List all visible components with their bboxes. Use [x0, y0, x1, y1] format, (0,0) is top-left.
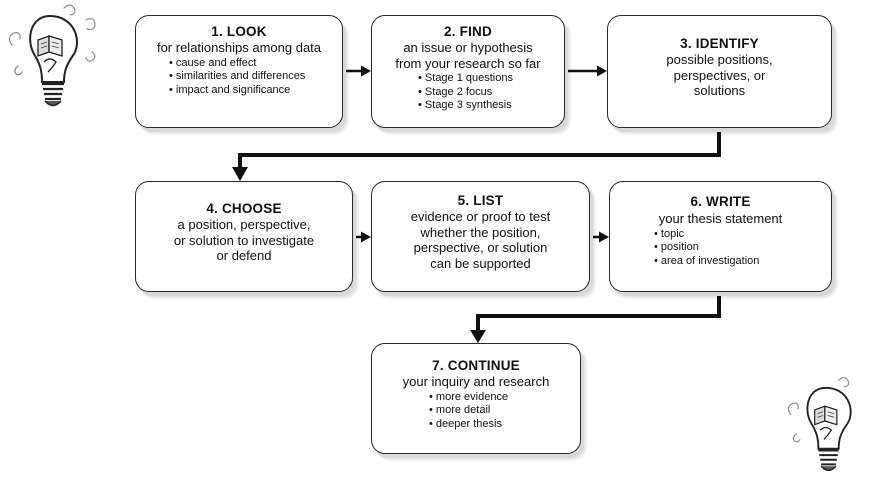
connector-3-4: [238, 128, 721, 170]
step-3-box: 3. IDENTIFY possible positions, perspect…: [607, 15, 832, 128]
step-bullets: more evidence more detail deeper thesis: [372, 391, 580, 432]
bullet-item: more detail: [429, 404, 580, 418]
step-text: evidence or proof to test: [410, 209, 551, 224]
step-title: 2. FIND: [444, 24, 492, 39]
lightbulb-book-icon: [8, 4, 96, 107]
bullet-item: deeper thesis: [429, 418, 580, 432]
arrowhead-3-4: [232, 167, 248, 181]
bullet-item: similarities and differences: [169, 70, 342, 84]
step-text: whether the position,: [420, 224, 541, 240]
step-title: 5. LIST: [457, 193, 504, 208]
step-text: your inquiry and research: [402, 374, 550, 389]
step-text: can be supported: [430, 255, 531, 271]
step-6-box: 6. WRITE your thesis statement topic pos…: [609, 181, 832, 292]
connector-6-7: [476, 292, 721, 333]
bullet-item: Stage 3 synthesis: [418, 99, 564, 113]
arrowhead-1-2: [361, 65, 371, 77]
bullet-item: Stage 1 questions: [418, 72, 564, 86]
step-bullets: cause and effect similarities and differ…: [136, 57, 342, 98]
arrowhead-4-5: [361, 231, 371, 243]
step-text: perspectives, or: [673, 67, 766, 83]
bullet-item: area of investigation: [654, 255, 831, 269]
step-1-box: 1. LOOK for relationships among data cau…: [135, 15, 343, 128]
step-text: or solution to investigate: [173, 232, 315, 248]
step-title: 4. CHOOSE: [206, 201, 282, 216]
step-text: perspective, or solution: [413, 240, 548, 255]
step-bullets: Stage 1 questions Stage 2 focus Stage 3 …: [372, 72, 564, 113]
bullet-item: impact and significance: [169, 84, 342, 98]
step-text: solutions: [693, 83, 746, 98]
step-7-box: 7. CONTINUE your inquiry and research mo…: [371, 343, 581, 454]
step-text: your thesis statement: [658, 211, 783, 226]
step-text: an issue or hypothesis: [403, 40, 533, 55]
step-text: from your research so far: [395, 55, 541, 71]
step-text: possible positions,: [666, 52, 773, 67]
arrowhead-6-7: [470, 330, 486, 343]
bullet-item: cause and effect: [169, 57, 342, 71]
bullet-item: position: [654, 241, 831, 255]
step-bullets: topic position area of investigation: [610, 228, 831, 269]
bullet-item: topic: [654, 228, 831, 242]
step-title: 3. IDENTIFY: [680, 36, 759, 51]
step-4-box: 4. CHOOSE a position, perspective, or so…: [135, 181, 353, 292]
arrowhead-2-3: [597, 65, 607, 77]
bullet-item: more evidence: [429, 391, 580, 405]
step-text: or defend: [216, 248, 272, 263]
step-title: 6. WRITE: [690, 194, 751, 209]
step-title: 1. LOOK: [211, 24, 267, 39]
step-title: 7. CONTINUE: [432, 358, 520, 373]
step-2-box: 2. FIND an issue or hypothesis from your…: [371, 15, 565, 128]
step-text: for relationships among data: [156, 40, 322, 55]
step-5-box: 5. LIST evidence or proof to test whethe…: [371, 181, 590, 292]
bullet-item: Stage 2 focus: [418, 86, 564, 100]
step-text: a position, perspective,: [177, 217, 311, 232]
lightbulb-book-icon: [787, 377, 852, 472]
arrowhead-5-6: [599, 231, 609, 243]
